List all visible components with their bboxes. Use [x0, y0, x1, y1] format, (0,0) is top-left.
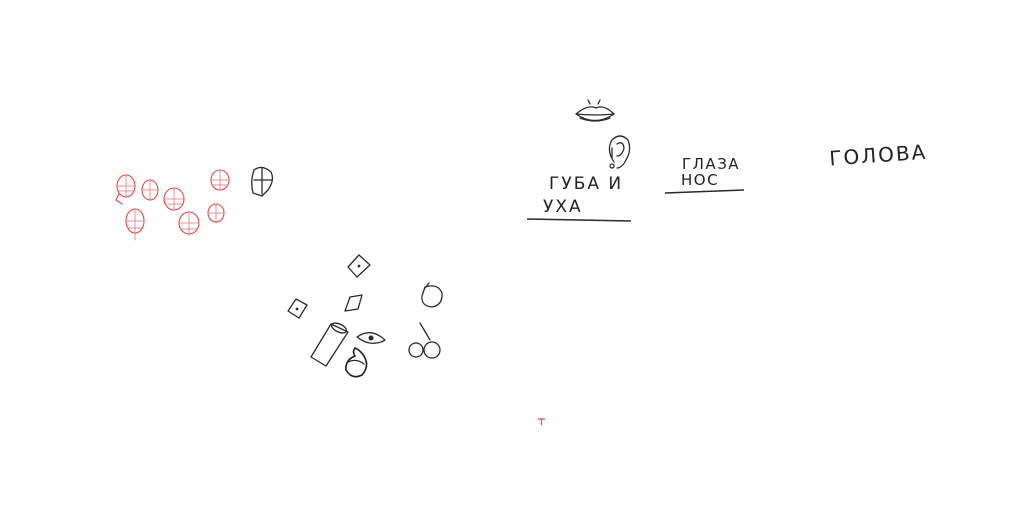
underline-lips-ears [526, 218, 632, 222]
cursor-mark-icon [538, 418, 545, 425]
label-lips: ГУБА И [549, 174, 623, 194]
label-head: ГОЛОВА [828, 140, 928, 171]
underline-eyes-nose [664, 189, 745, 194]
label-eyes: ГЛАЗА [682, 155, 740, 173]
label-nose: НОС [681, 171, 719, 189]
lips-sketch-icon [575, 99, 615, 122]
primitive-form-sketches [287, 254, 443, 378]
head-study-sketches [115, 166, 274, 241]
ear-sketch-icon [608, 135, 631, 169]
label-ears: УХА [543, 197, 583, 217]
